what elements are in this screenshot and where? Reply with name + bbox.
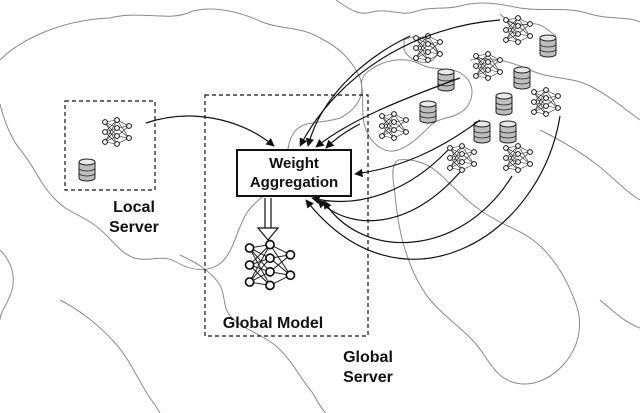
local-server-line1: Local [113,199,155,216]
global-server-label: Global Server [326,348,410,388]
local-neural-network-icon [102,117,132,147]
global-server-line2: Server [343,369,393,386]
global-neural-network-icon [244,239,296,291]
weight-aggregation-box: Weight Aggregation [236,149,352,197]
local-server-label: Local Server [92,198,176,238]
upload-arrows [145,19,561,260]
weight-aggregation-line1: Weight [269,155,319,172]
global-server-line1: Global [343,349,393,366]
local-database-icon [78,158,96,182]
aggregation-to-model-arrow [256,198,280,241]
local-server-line2: Server [109,219,159,236]
global-server-box [204,94,369,337]
global-model-label: Global Model [222,315,324,332]
weight-aggregation-line2: Aggregation [249,174,339,191]
local-server-box [64,100,156,191]
